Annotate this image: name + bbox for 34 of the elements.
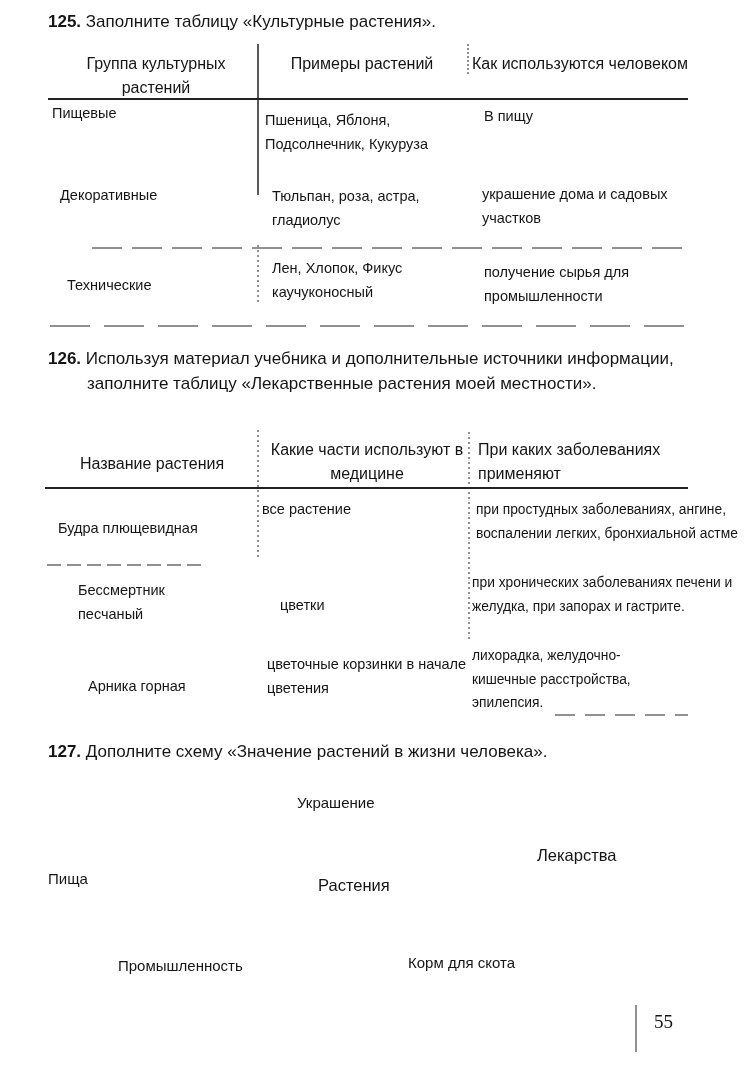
table-cell-text: цветочные корзинки в начале цветения [267, 655, 467, 698]
scheme-word: Пища [48, 869, 88, 889]
table-cell-text: Декоративные [60, 186, 159, 205]
page-number: 55 [654, 1011, 673, 1033]
table-cell-text: украшение дома и садовых участков [482, 185, 669, 228]
table-cell-text: при хронических заболеваниях печени и желудка, при запорах и гастрите. [472, 574, 734, 616]
table-cell-text: Пшеница, Яблоня, Подсолнечник, Кукуруза [265, 111, 430, 154]
column-header: Группа культурных растений [85, 54, 227, 98]
table-cell-text: Технические [67, 276, 153, 295]
table-cell-text: Лен, Хлопок, Фикус каучуконосный [272, 259, 404, 302]
table-cell-text: Пищевые [52, 104, 118, 123]
table-cell-text: цветки [280, 596, 326, 615]
table-cell-text: Будра плющевидная [58, 519, 199, 538]
task-heading: 126. Используя материал учебника и дополнительные источники информации, заполните таблицу «Лекарственные растения моей местности». [48, 348, 675, 395]
column-header: Примеры растений [289, 54, 435, 74]
table-cell-text: Тюльпан, роза, астра, гладиолус [272, 187, 421, 230]
column-header: Как используются человеком [471, 54, 689, 74]
task-heading: 127. Дополните схему «Значение растений в жизни человека». [48, 741, 549, 763]
scheme-word: Промышленность [118, 956, 243, 976]
table-cell-text: Арника горная [88, 677, 187, 696]
scheme-word: Корм для скота [408, 953, 515, 973]
task-heading: 125. Заполните таблицу «Культурные растения». [48, 11, 437, 33]
scheme-word: Украшение [297, 793, 375, 813]
table-cell-text: получение сырья для промышленности [484, 263, 631, 306]
scheme-word: Лекарства [537, 845, 617, 865]
table-cell-text: Бессмертник песчаный [78, 581, 166, 624]
table-cell-text: все растение [262, 500, 352, 519]
column-header: При каких заболеваниях применяют [478, 440, 662, 484]
scheme-word: Растения [318, 875, 390, 895]
table-cell-text: В пищу [484, 107, 534, 126]
table-cell-text: при простудных заболеваниях, ангине, воспалении легких, бронхиальной астме [476, 501, 739, 543]
table-cell-text: лихорадка, желудочно-кишечные расстройства, эпилепсия. [472, 647, 632, 712]
column-header: Какие части используют в медицине [269, 440, 465, 484]
column-header: Название растения [78, 454, 226, 474]
